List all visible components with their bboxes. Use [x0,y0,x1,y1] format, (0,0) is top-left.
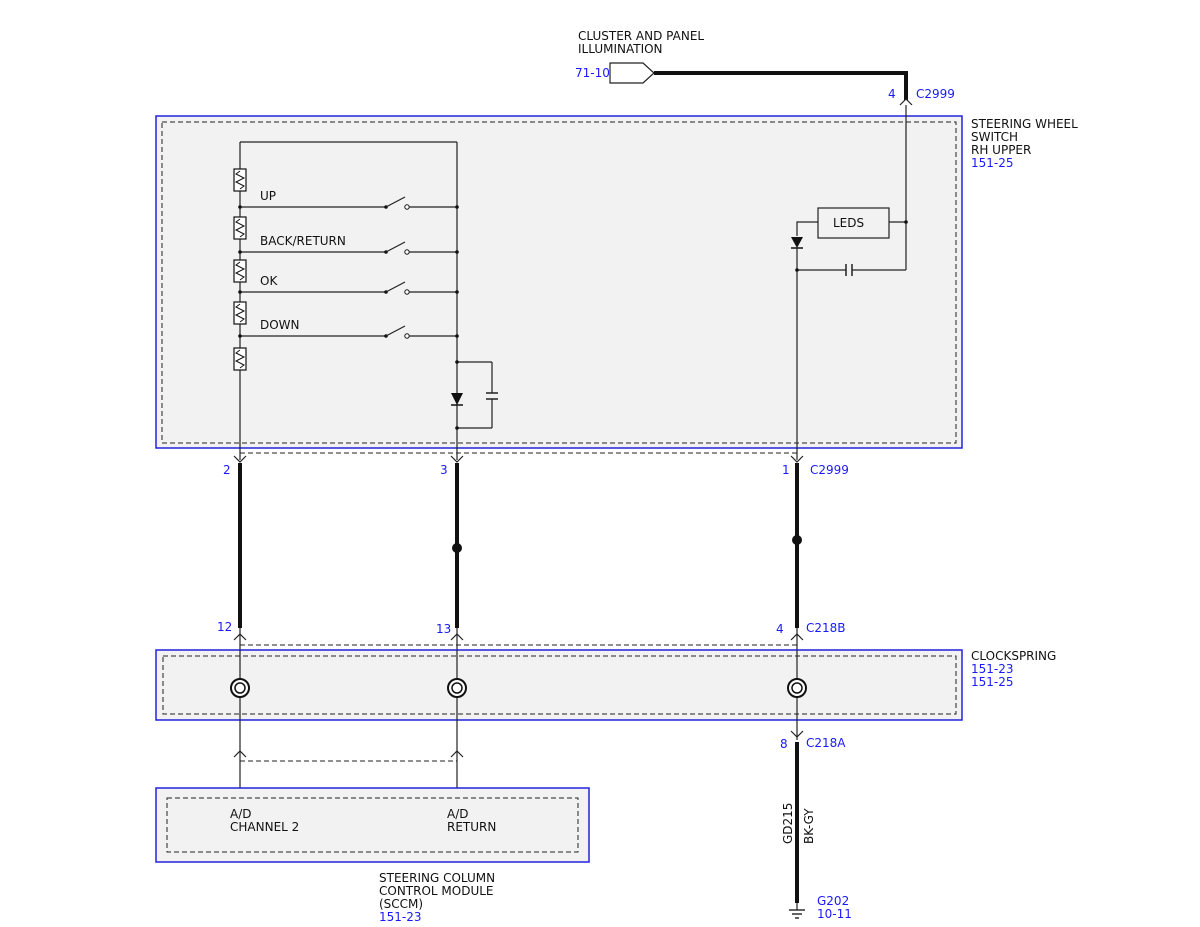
switch-row-down: DOWN [238,318,459,339]
switch-name-line1: STEERING WHEEL [971,117,1078,131]
junction-dot [455,426,459,430]
led-diode-symbol [791,237,803,248]
resistor-icon [233,259,247,283]
switch-contact [385,325,406,337]
clockspring-coil-3 [787,678,807,698]
sccm-name-line3: (SCCM) [379,897,423,911]
clockspring-name: CLOCKSPRING [971,649,1056,663]
pin-label: 8 [780,737,788,751]
junction-dot [455,360,459,364]
resistors [233,168,247,371]
resistor-icon [233,168,247,192]
sccm-input2-line1: A/D [447,807,469,821]
sccm-name-line1: STEERING COLUMN [379,871,495,885]
sccm-box [155,787,590,863]
leds-out-line [796,221,818,236]
connector-arrow [899,98,913,106]
diode-symbol [451,393,463,405]
clockspring-coil-2 [447,678,467,698]
switch-label: UP [260,189,276,203]
top-pin-number: 4 [888,87,896,101]
splice-dot [792,535,802,545]
resistor-icon [233,347,247,371]
switch-module-box [155,115,963,449]
switch-row-ok: OK [238,274,459,295]
ground-circuit-label: GD215 [781,803,795,844]
switch-contact [385,196,406,208]
switch-ref-link[interactable]: 151-25 [971,156,1014,170]
pin-label: 3 [440,463,448,477]
switch-row-up: UP [238,189,459,210]
clockspring-coil-1 [230,678,250,698]
switch-label: OK [260,274,278,288]
pin-arrow [790,730,804,738]
source-title-line1: CLUSTER AND PANEL [578,29,704,43]
splice-dot [452,543,462,553]
c218a-connector-label[interactable]: C218A [806,736,846,750]
junction-dot [904,220,908,224]
button-rows: UP BACK/RETURN OK DOWN [238,189,459,339]
resistor-icon [233,216,247,240]
source-connector-symbol [609,62,655,84]
switch-name-line2: SWITCH [971,130,1018,144]
switch-label: BACK/RETURN [260,234,346,248]
leds-label: LEDS [833,216,864,230]
switch-row-back-return: BACK/RETURN [238,234,459,255]
clockspring-ref2-link[interactable]: 151-25 [971,675,1014,689]
switch-contact [385,281,406,293]
switch-name-line3: RH UPPER [971,143,1031,157]
junction-dot [795,268,799,272]
source-title-line2: ILLUMINATION [578,42,663,56]
source-ref-link[interactable]: 71-10 [575,66,610,80]
pin-label: 2 [223,463,231,477]
pin-arrow [233,455,247,463]
sccm-ref-link[interactable]: 151-23 [379,910,422,924]
pin-arrow [790,455,804,463]
pin-label: 4 [776,622,784,636]
clockspring-box [155,649,963,721]
sccm-input1-line2: CHANNEL 2 [230,820,299,834]
clockspring-inner [162,655,957,715]
clockspring-ref1-link[interactable]: 151-23 [971,662,1014,676]
pin-label: 12 [217,620,232,634]
resistor-icon [233,301,247,325]
pin-arrow [450,750,464,758]
illumination-wire [654,71,908,100]
ground-color-label: BK-GY [802,808,816,844]
sccm-input2-line2: RETURN [447,820,496,834]
pin-label: 1 [782,463,790,477]
sccm-name-line2: CONTROL MODULE [379,884,494,898]
ground-point-link[interactable]: G202 [817,894,849,908]
sccm-input1-line1: A/D [230,807,252,821]
switch-module-inner [161,121,957,444]
switch-contact [385,241,406,253]
ground-icon [789,909,805,919]
top-connector-label[interactable]: C2999 [916,87,955,101]
switch-label: DOWN [260,318,300,332]
pin-arrow [450,455,464,463]
ground-ref-link[interactable]: 10-11 [817,907,852,921]
pin-arrow [233,750,247,758]
pin-label: 13 [436,622,451,636]
leds-box [817,207,890,239]
c2999-connector-label[interactable]: C2999 [810,463,849,477]
c218b-connector-label[interactable]: C218B [806,621,846,635]
